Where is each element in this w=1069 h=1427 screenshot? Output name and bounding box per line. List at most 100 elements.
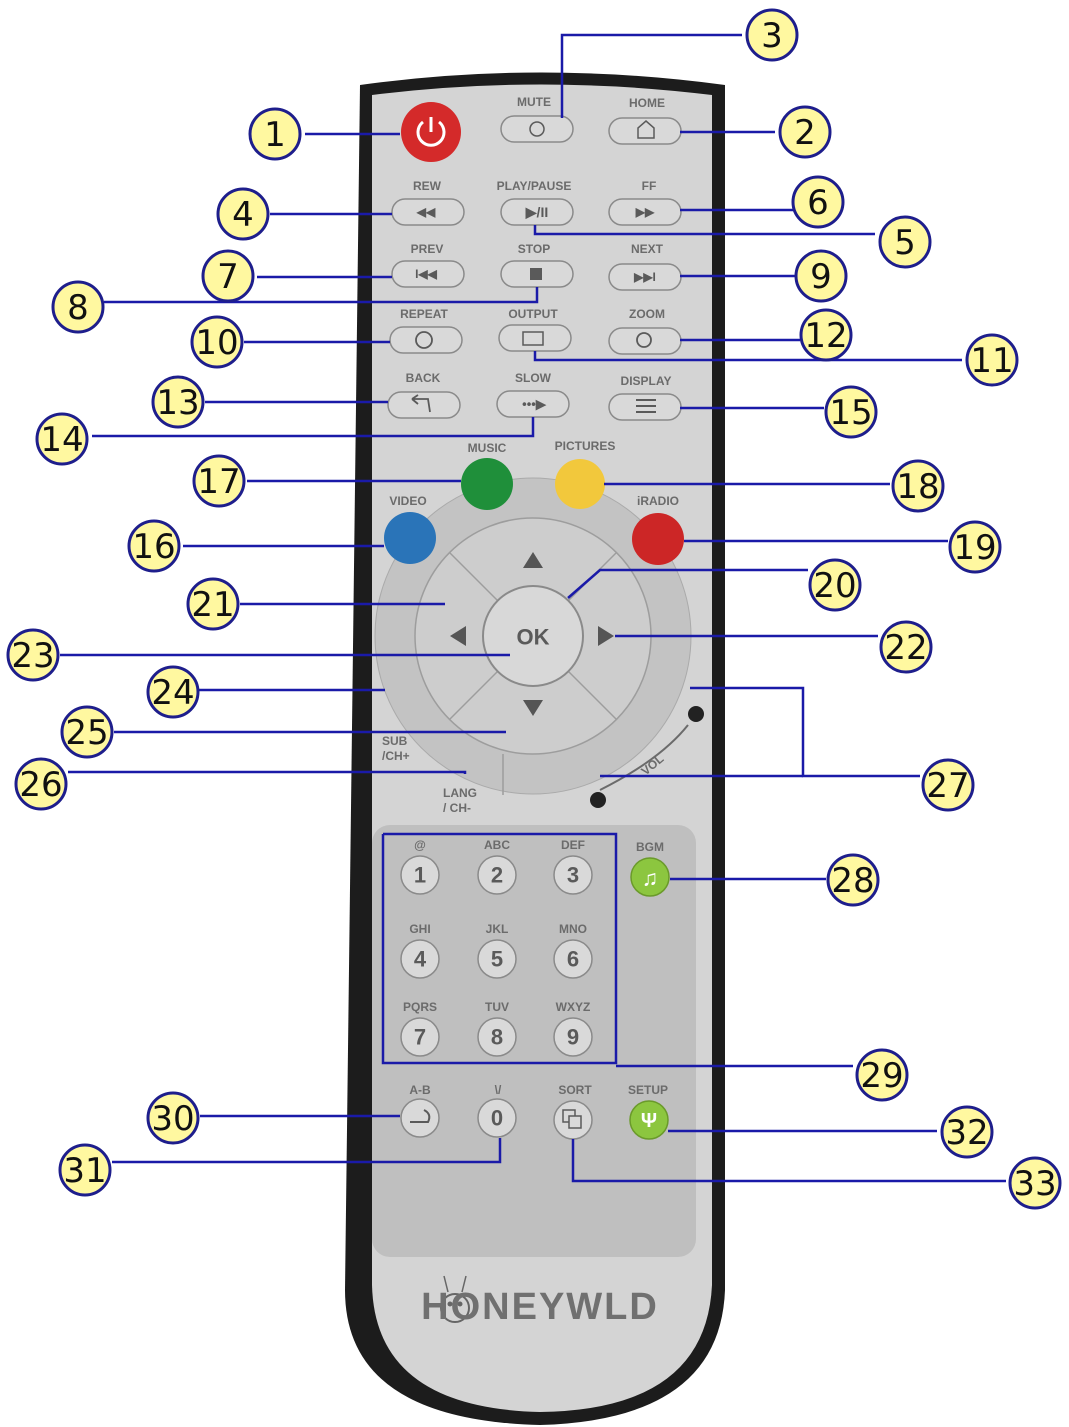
play-pause-button[interactable]: PLAY/PAUSE ▶/II <box>497 179 574 226</box>
volume-plus-icon[interactable] <box>688 706 704 722</box>
setup-label: SETUP <box>628 1083 668 1097</box>
sub-label: SUB <box>382 734 408 748</box>
ab-label: A-B <box>409 1083 431 1097</box>
key-8-letters: TUV <box>485 1000 509 1014</box>
callout-14: 14 <box>35 412 89 466</box>
sort-button[interactable] <box>553 1100 593 1140</box>
slow-label: SLOW <box>515 371 552 385</box>
right-arrow-icon[interactable] <box>598 626 614 646</box>
prev-label: PREV <box>411 242 444 256</box>
callout-number: 13 <box>156 383 199 423</box>
display-button[interactable]: DISPLAY <box>608 374 682 421</box>
video-label: VIDEO <box>389 494 426 508</box>
ab-button[interactable] <box>400 1098 440 1138</box>
callout-4: 4 <box>216 187 270 241</box>
callout-number: 25 <box>65 713 108 753</box>
key-1-digit: 1 <box>414 863 426 888</box>
callout-18: 18 <box>891 459 945 513</box>
callout-22: 22 <box>879 620 933 674</box>
music-note-icon: ♫ <box>642 866 659 891</box>
home-icon <box>637 120 655 139</box>
key-0-digit: 0 <box>491 1106 503 1131</box>
down-arrow-icon[interactable] <box>523 700 543 716</box>
repeat-button[interactable]: REPEAT <box>389 307 463 354</box>
pictures-label: PICTURES <box>555 439 616 453</box>
key-3-letters: DEF <box>561 838 585 852</box>
ff-button[interactable]: FF ▶▶ <box>608 179 682 226</box>
up-arrow-icon[interactable] <box>523 552 543 568</box>
callout-30: 30 <box>146 1091 200 1145</box>
key-3[interactable]: DEF 3 <box>553 838 593 895</box>
iradio-label: iRADIO <box>637 494 679 508</box>
previous-icon: I◀◀ <box>415 267 438 281</box>
sort-label: SORT <box>558 1083 592 1097</box>
key-1[interactable]: @1 <box>400 838 440 895</box>
stop-icon <box>530 268 542 280</box>
mute-button[interactable]: MUTE <box>500 95 574 143</box>
back-label: BACK <box>406 371 441 385</box>
volume-arc <box>599 724 689 791</box>
dpad-divider <box>567 670 617 720</box>
video-button[interactable] <box>384 512 436 564</box>
callout-number: 33 <box>1013 1164 1056 1204</box>
key-6-letters: MNO <box>559 922 587 936</box>
setup-button[interactable]: Ψ <box>629 1100 669 1140</box>
bgm-button[interactable]: ♫ <box>630 857 670 897</box>
display-icon <box>636 399 656 413</box>
zoom-icon <box>636 332 652 348</box>
key-1-letters: @ <box>414 838 426 852</box>
mute-label: MUTE <box>517 95 551 109</box>
callout-10: 10 <box>190 315 244 369</box>
callout-number: 7 <box>217 257 239 297</box>
key-3-digit: 3 <box>567 863 579 888</box>
ch-plus-label: /CH+ <box>382 749 410 763</box>
ch-minus-label: / CH- <box>443 801 471 815</box>
key-4[interactable]: GHI 4 <box>400 922 440 979</box>
callout-number: 4 <box>232 195 254 235</box>
next-button[interactable]: NEXT ▶▶I <box>608 242 682 291</box>
dpad-divider <box>449 670 499 720</box>
callout-11: 11 <box>965 333 1019 387</box>
callout-29: 29 <box>855 1048 909 1102</box>
callout-number: 8 <box>67 288 89 328</box>
callout-33: 33 <box>1008 1156 1062 1210</box>
slow-icon: •••▶ <box>522 397 547 412</box>
back-button[interactable]: BACK <box>387 371 461 419</box>
callout-9: 9 <box>794 249 848 303</box>
power-button[interactable] <box>401 102 461 162</box>
callout-number: 9 <box>810 257 832 297</box>
prev-button[interactable]: PREV I◀◀ <box>391 242 465 288</box>
key-9-letters: WXYZ <box>556 1000 591 1014</box>
callout-32: 32 <box>940 1105 994 1159</box>
ok-button[interactable]: OK <box>482 585 584 687</box>
volume-minus-icon[interactable] <box>590 792 606 808</box>
key-4-digit: 4 <box>414 947 427 972</box>
callout-16: 16 <box>127 519 181 573</box>
callout-20: 20 <box>808 558 862 612</box>
music-button[interactable] <box>461 458 513 510</box>
callout-27: 27 <box>921 758 975 812</box>
key-4-letters: GHI <box>409 922 430 936</box>
pictures-button[interactable] <box>555 459 605 509</box>
dpad-divider <box>449 552 499 602</box>
callout-23: 23 <box>6 628 60 682</box>
rew-button[interactable]: REW ◀◀ <box>391 179 465 226</box>
bgm-label: BGM <box>636 840 664 854</box>
callout-number: 18 <box>896 467 939 507</box>
iradio-button[interactable] <box>632 513 684 565</box>
callout-number: 22 <box>884 628 927 668</box>
zero-top-label: \/ <box>495 1083 502 1097</box>
key-0[interactable]: 0 <box>477 1098 517 1138</box>
next-icon: ▶▶I <box>633 270 656 284</box>
power-icon <box>416 117 446 147</box>
left-arrow-icon[interactable] <box>450 626 466 646</box>
callout-17: 17 <box>192 454 246 508</box>
callout-number: 15 <box>829 393 872 433</box>
